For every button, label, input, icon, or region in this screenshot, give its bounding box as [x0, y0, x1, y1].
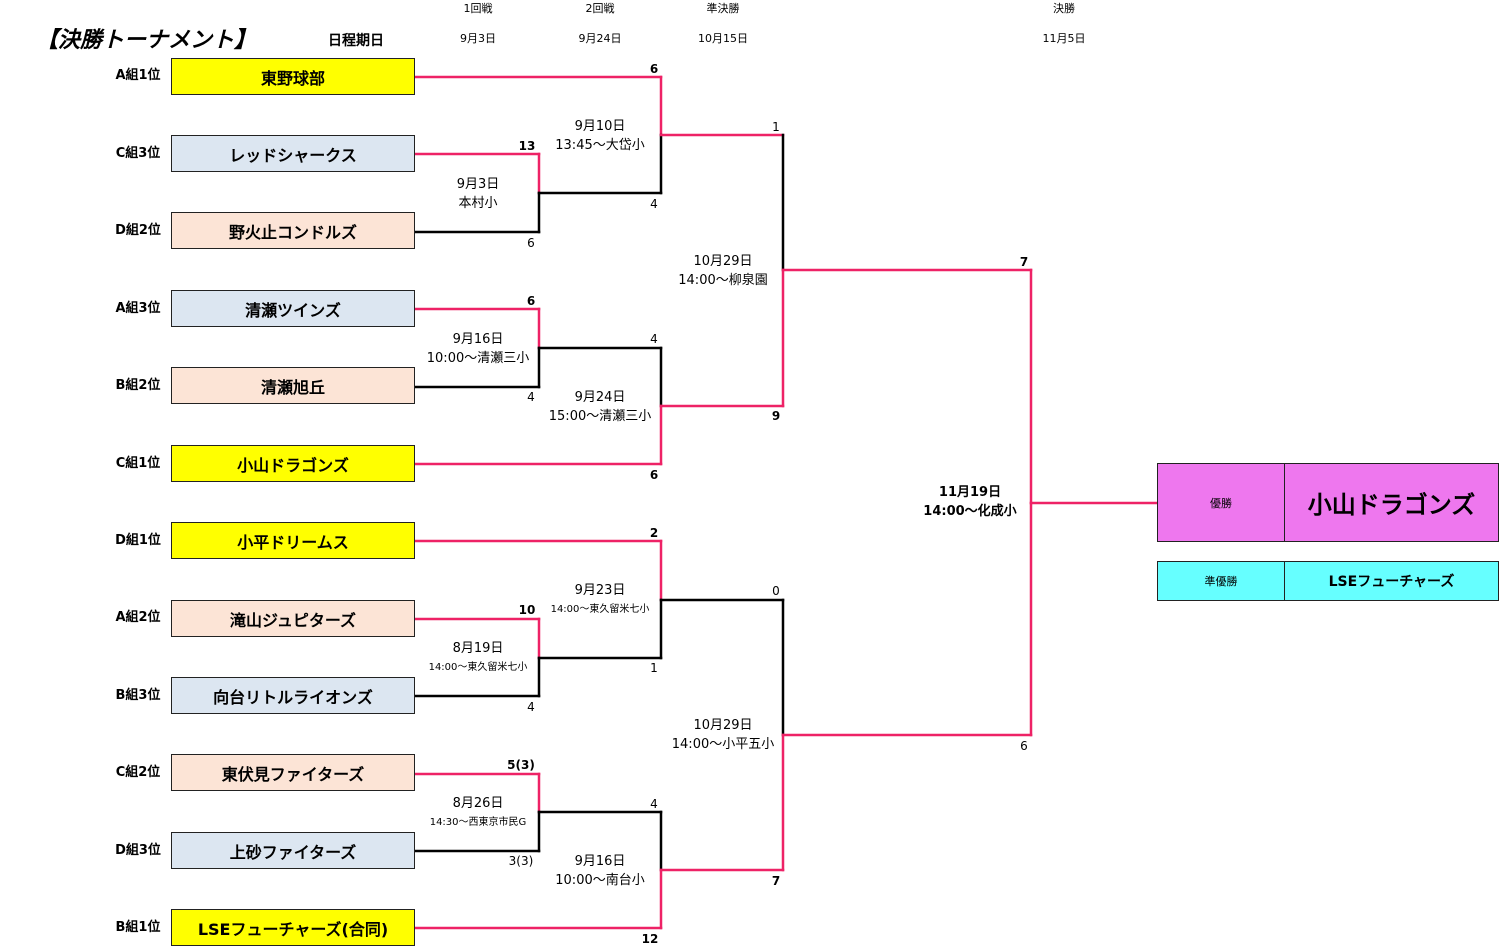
score-label: 3(3): [508, 854, 534, 868]
round-1-name: 1回戦: [463, 2, 493, 15]
match-date: 10月29日: [693, 718, 753, 733]
page-title: 【決勝トーナメント】: [36, 28, 257, 53]
match-date: 8月26日: [452, 796, 504, 811]
match-date: 8月19日: [452, 641, 504, 656]
champion-label: 優勝: [1158, 464, 1285, 541]
match-venue: 10:00〜南台小: [555, 873, 645, 888]
match-venue: 14:00〜小平五小: [671, 737, 775, 752]
match-info: 9月23日 14:00〜東久留米七小: [538, 581, 662, 619]
match-info: 9月16日 10:00〜清瀬三小: [416, 330, 540, 368]
team-box: LSEフューチャーズ(合同): [171, 909, 415, 946]
seed-label: D組3位: [115, 843, 161, 858]
team-box: 小平ドリームス: [171, 522, 415, 559]
team-box: 清瀬旭丘: [171, 367, 415, 404]
match-date: 9月16日: [574, 854, 626, 869]
score-label: 4: [650, 332, 658, 346]
score-label: 10: [518, 603, 536, 617]
team-box: 東伏見ファイターズ: [171, 754, 415, 791]
match-info: 8月19日 14:00〜東久留米七小: [416, 639, 540, 677]
round-2-name: 2回戦: [585, 2, 615, 15]
score-label: 13: [518, 139, 536, 153]
seed-label: B組2位: [115, 378, 161, 393]
final-date: 11月5日: [1042, 32, 1086, 45]
match-info: 9月24日 15:00〜清瀬三小: [538, 388, 662, 426]
team-box: 小山ドラゴンズ: [171, 445, 415, 482]
seed-label: B組1位: [115, 920, 161, 935]
team-box: 上砂ファイターズ: [171, 832, 415, 869]
score-label: 6: [1020, 739, 1028, 753]
team-box: 滝山ジュピターズ: [171, 600, 415, 637]
score-label: 5(3): [507, 758, 535, 772]
score-label: 4: [527, 700, 535, 714]
match-info: 10月29日 14:00〜柳泉園: [661, 252, 785, 290]
seed-label: A組3位: [115, 301, 161, 316]
runner-up-name: LSEフューチャーズ: [1328, 574, 1455, 590]
seed-label: A組1位: [115, 68, 161, 83]
seed-label: D組1位: [115, 533, 161, 548]
semifinal-name: 準決勝: [706, 2, 740, 15]
match-date: 9月10日: [574, 119, 626, 134]
seed-label: C組3位: [115, 146, 161, 161]
match-info: 9月16日 10:00〜南台小: [538, 852, 662, 890]
match-venue: 14:00〜東久留米七小: [550, 604, 650, 615]
score-label: 6: [649, 468, 659, 482]
score-label: 0: [772, 584, 780, 598]
score-label: 1: [772, 120, 780, 134]
score-label: 9: [771, 409, 781, 423]
match-info: 8月26日 14:30〜西東京市民G: [416, 794, 540, 832]
match-venue: 14:00〜化成小: [923, 504, 1017, 519]
round-2-date: 9月24日: [578, 32, 622, 45]
match-info: 11月19日 14:00〜化成小: [908, 483, 1032, 521]
seed-label: C組2位: [115, 765, 161, 780]
match-venue: 14:30〜西東京市民G: [429, 817, 527, 828]
round-1-date: 9月3日: [460, 32, 496, 45]
score-label: 4: [650, 797, 658, 811]
match-venue: 14:00〜東久留米七小: [428, 662, 528, 673]
seed-label: A組2位: [115, 610, 161, 625]
champion-box: 優勝 小山ドラゴンズ: [1157, 463, 1499, 542]
match-venue: 15:00〜清瀬三小: [548, 409, 652, 424]
match-date: 9月16日: [452, 332, 504, 347]
match-info: 10月29日 14:00〜小平五小: [661, 716, 785, 754]
score-label: 7: [1019, 255, 1029, 269]
score-label: 4: [527, 390, 535, 404]
match-date: 9月3日: [456, 177, 500, 192]
match-date: 10月29日: [693, 254, 753, 269]
team-box: 清瀬ツインズ: [171, 290, 415, 327]
team-box: 向台リトルライオンズ: [171, 677, 415, 714]
score-label: 6: [649, 62, 659, 76]
team-box: 野火止コンドルズ: [171, 212, 415, 249]
score-label: 6: [527, 236, 535, 250]
match-date: 9月24日: [574, 390, 626, 405]
seed-label: B組3位: [115, 688, 161, 703]
match-info: 9月10日 13:45〜大岱小: [538, 117, 662, 155]
semifinal-date: 10月15日: [698, 32, 748, 45]
runner-up-box: 準優勝 LSEフューチャーズ: [1157, 561, 1499, 601]
score-label: 12: [641, 932, 659, 946]
match-venue: 14:00〜柳泉園: [678, 273, 768, 288]
match-venue: 10:00〜清瀬三小: [426, 351, 530, 366]
score-label: 4: [650, 197, 658, 211]
score-label: 6: [526, 294, 536, 308]
score-label: 7: [771, 874, 781, 888]
champion-name: 小山ドラゴンズ: [1307, 491, 1476, 519]
team-box: 東野球部: [171, 58, 415, 95]
final-name: 決勝: [1053, 2, 1075, 15]
score-label: 2: [649, 526, 659, 540]
team-box: レッドシャークス: [171, 135, 415, 172]
match-info: 9月3日 本村小: [416, 175, 540, 213]
runner-up-label: 準優勝: [1158, 562, 1285, 600]
match-venue: 13:45〜大岱小: [555, 138, 645, 153]
schedule-label: 日程期日: [328, 33, 384, 49]
seed-label: D組2位: [115, 223, 161, 238]
seed-label: C組1位: [115, 456, 161, 471]
match-date: 9月23日: [574, 583, 626, 598]
match-date: 11月19日: [938, 485, 1002, 500]
match-venue: 本村小: [458, 196, 498, 211]
score-label: 1: [650, 661, 658, 675]
